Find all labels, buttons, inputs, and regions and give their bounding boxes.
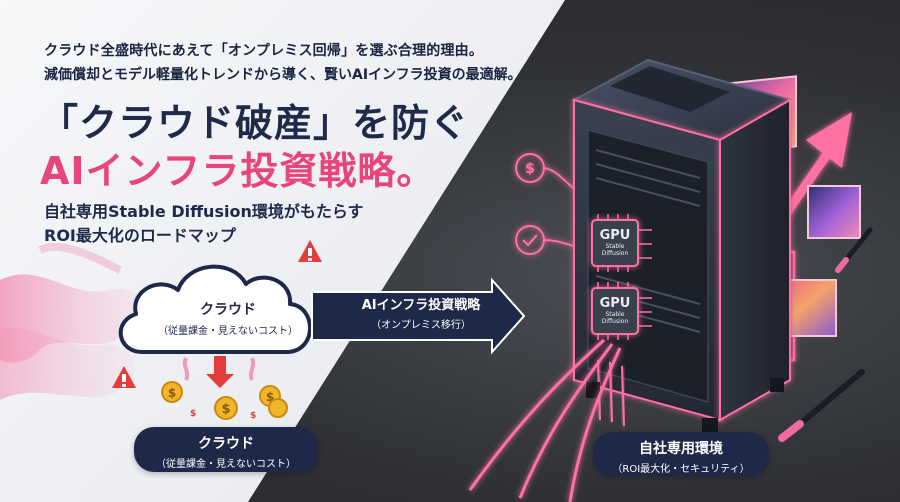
svg-text:$: $	[266, 390, 274, 404]
cloud-pill-note: （従量課金・見えないコスト）	[156, 459, 296, 470]
arrow-caption: AIインフラ投資戦略 （オンプレミス移行）	[336, 294, 506, 331]
onprem-pill-note: （ROI最大化・セキュリティ）	[612, 464, 750, 475]
cloud-icon	[118, 264, 312, 354]
gpu-top-sub: Stable Diffusion	[601, 243, 629, 257]
cloud-label: クラウド	[200, 302, 256, 318]
svg-text:$: $	[190, 409, 196, 419]
warning-icon	[112, 240, 322, 388]
cloud-pill-label: クラウド	[198, 436, 254, 452]
cloud-note: （従量課金・見えないコスト）	[158, 326, 298, 337]
gpu-bottom-label: GPU Stable Diffusion	[592, 296, 638, 325]
gpu-top-title: GPU	[599, 228, 631, 243]
arrow-note: （オンプレミス移行）	[371, 320, 471, 331]
arrow-right-icon	[311, 277, 526, 355]
headline-line-2: AIインフラ投資戦略。	[40, 149, 436, 193]
subtitle-line-2: ROI最大化のロードマップ	[44, 226, 236, 245]
gpu-top-label: GPU Stable Diffusion	[592, 228, 638, 257]
gpu-bottom-sub: Stable Diffusion	[601, 311, 629, 325]
smoke-plume	[0, 242, 141, 400]
svg-text:$: $	[221, 402, 230, 417]
gpu-chip-icon	[591, 214, 652, 340]
svg-text:$: $	[168, 386, 176, 400]
svg-text:$: $	[525, 161, 535, 177]
headline-line-1: 「クラウド破産」を防ぐ	[40, 101, 470, 145]
subtitle-line-1: 自社専用Stable Diffusion環境がもたらす	[44, 202, 364, 221]
onprem-pill-label: 自社専用環境	[639, 441, 723, 457]
server-icon	[571, 58, 793, 434]
shield-check-icon	[515, 225, 589, 255]
paintbrush-icon	[778, 227, 873, 442]
onprem-pill: 自社専用環境 （ROI最大化・セキュリティ）	[593, 432, 769, 476]
down-arrows	[182, 356, 256, 388]
lead-line-1: クラウド全盛時代にあえて「オンプレミス回帰」を選ぶ合理的理由。	[44, 43, 484, 59]
gpu-bottom-title: GPU	[599, 296, 631, 311]
svg-text:$: $	[250, 411, 256, 421]
cloud-caption: クラウド （従量課金・見えないコスト）	[148, 299, 308, 337]
lead-line-2: 減価償却とモデル軽量化トレンドから導く、賢いAIインフラ投資の最適解。	[44, 67, 522, 83]
coin-icon: $ $ $ $ $	[161, 381, 288, 421]
arrow-label: AIインフラ投資戦略	[361, 298, 481, 313]
cloud-pill: クラウド （従量課金・見えないコスト）	[134, 427, 318, 472]
neon-cables	[468, 338, 622, 502]
